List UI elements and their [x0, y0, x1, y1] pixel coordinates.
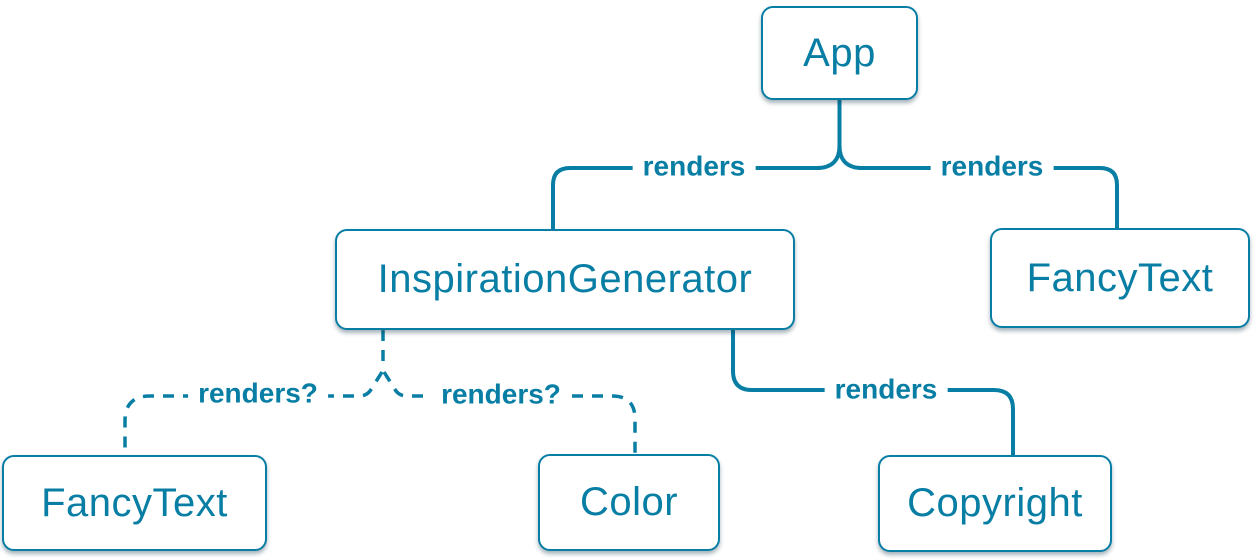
node-fancy-text-bottom-label: FancyText [41, 480, 228, 525]
edge-label-app-inspirationgenerator: renders [632, 149, 756, 185]
edge-label-app-fancytext: renders [930, 149, 1054, 185]
edge-inspirationgenerator-fancytext-dashed-line [123, 371, 384, 455]
node-fancy-text-top: FancyText [990, 228, 1250, 328]
node-copyright: Copyright [878, 455, 1112, 552]
node-app: App [761, 6, 918, 100]
node-fancy-text-top-label: FancyText [1026, 255, 1214, 300]
edge-inspirationgenerator-color-dashed-line [382, 371, 637, 454]
edge-app-inspirationgenerator-line [551, 145, 842, 229]
node-copyright-label: Copyright [907, 481, 1083, 525]
node-fancy-text-bottom: FancyText [2, 455, 267, 551]
node-color: Color [538, 454, 720, 551]
edge-label-inspirationgenerator-color: renders? [431, 377, 571, 413]
node-app-label: App [803, 30, 876, 75]
node-inspiration-generator: InspirationGenerator [335, 229, 795, 330]
edge-label-inspirationgenerator-copyright: renders [824, 372, 948, 408]
node-inspiration-generator-label: InspirationGenerator [377, 257, 753, 301]
edge-app-fancytext-line [837, 145, 1119, 228]
edge-label-inspirationgenerator-fancytext: renders? [188, 376, 328, 412]
node-color-label: Color [579, 480, 679, 524]
